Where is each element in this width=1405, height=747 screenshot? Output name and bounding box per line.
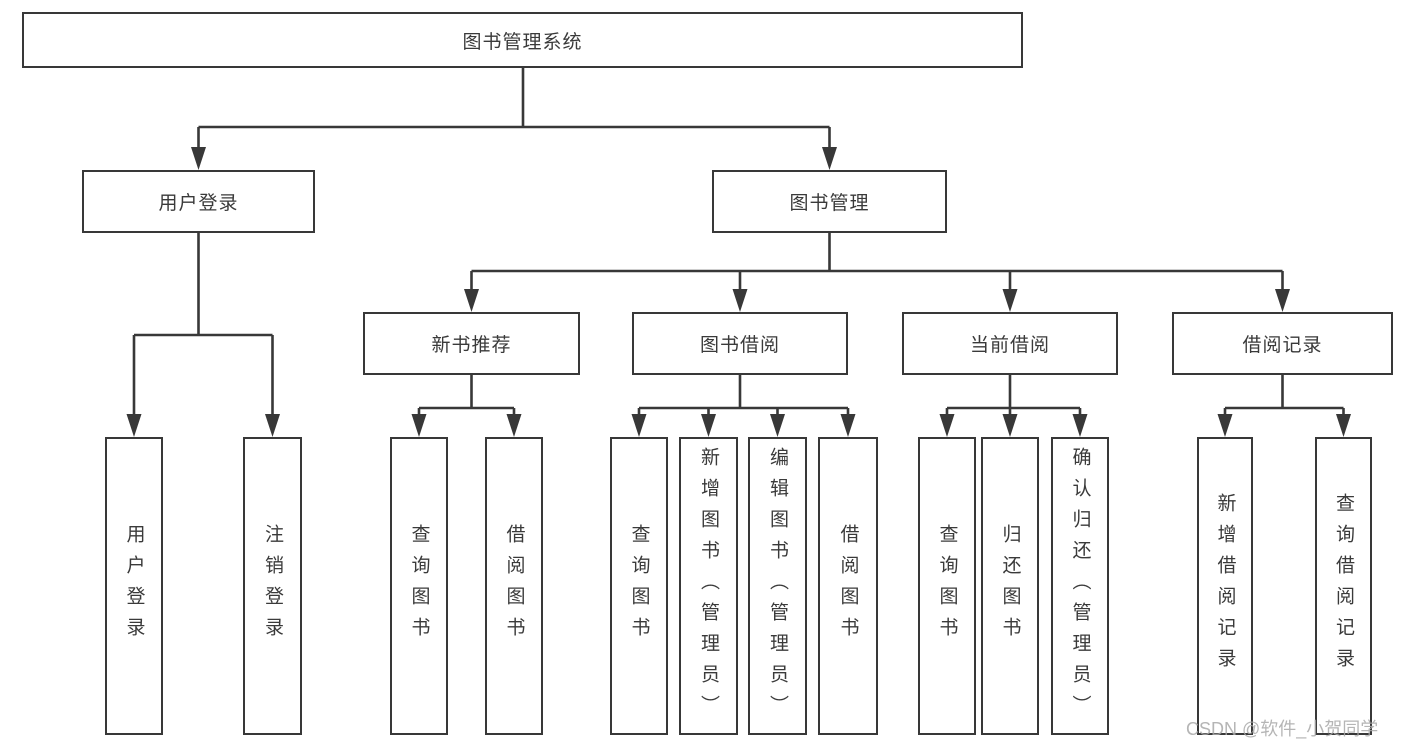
- leaf-records-query-record-label: 查询借阅记录: [1333, 493, 1354, 679]
- node-book-management-label: 图书管理: [789, 193, 870, 214]
- leaf-current-query-book-label: 查询图书: [936, 524, 958, 648]
- leaf-borrowing-borrow-book: 借阅图书: [818, 437, 878, 735]
- node-current-borrowing-label: 当前借阅: [969, 335, 1050, 356]
- leaf-user-login-label: 用户登录: [123, 524, 145, 648]
- leaf-records-add-record-label: 新增借阅记录: [1214, 493, 1236, 679]
- leaf-current-confirm-return-admin-label: 确认归还（管理员）: [1069, 446, 1091, 726]
- leaf-borrowing-add-book-admin-label: 新增图书（管理员）: [698, 446, 719, 726]
- leaf-current-confirm-return-admin: 确认归还（管理员）: [1051, 437, 1109, 735]
- leaf-logout-label: 注销登录: [262, 524, 283, 648]
- arrowhead-icons: [126, 147, 1351, 437]
- leaf-current-return-book: 归还图书: [981, 437, 1039, 735]
- leaf-borrowing-query-book-label: 查询图书: [628, 524, 650, 648]
- node-book-borrowing-label: 图书借阅: [699, 335, 780, 356]
- node-user-login: 用户登录: [82, 170, 315, 233]
- leaf-borrowing-borrow-book-label: 借阅图书: [837, 524, 859, 648]
- node-new-book-recommend-label: 新书推荐: [431, 335, 512, 356]
- leaf-recommend-borrow-book: 借阅图书: [485, 437, 543, 735]
- watermark: CSDN @软件_小贺同学: [1186, 719, 1379, 739]
- connector-lines: [132, 68, 1345, 417]
- leaf-records-add-record: 新增借阅记录: [1197, 437, 1253, 735]
- leaf-user-login: 用户登录: [105, 437, 163, 735]
- node-borrowing-records: 借阅记录: [1172, 312, 1393, 375]
- leaf-recommend-query-book-label: 查询图书: [408, 524, 430, 648]
- node-borrowing-records-label: 借阅记录: [1242, 335, 1323, 356]
- node-root: 图书管理系统: [22, 12, 1023, 68]
- node-current-borrowing: 当前借阅: [902, 312, 1118, 375]
- node-new-book-recommend: 新书推荐: [363, 312, 580, 375]
- node-book-management: 图书管理: [712, 170, 947, 233]
- leaf-records-query-record: 查询借阅记录: [1315, 437, 1372, 735]
- node-book-borrowing: 图书借阅: [632, 312, 848, 375]
- leaf-borrowing-edit-book-admin-label: 编辑图书（管理员）: [767, 446, 788, 726]
- leaf-borrowing-add-book-admin: 新增图书（管理员）: [679, 437, 738, 735]
- leaf-current-return-book-label: 归还图书: [999, 524, 1021, 648]
- node-root-label: 图书管理系统: [462, 31, 583, 53]
- node-user-login-label: 用户登录: [158, 193, 239, 214]
- leaf-borrowing-query-book: 查询图书: [610, 437, 668, 735]
- leaf-recommend-query-book: 查询图书: [390, 437, 448, 735]
- leaf-logout: 注销登录: [243, 437, 302, 735]
- leaf-recommend-borrow-book-label: 借阅图书: [503, 524, 525, 648]
- leaf-borrowing-edit-book-admin: 编辑图书（管理员）: [748, 437, 807, 735]
- leaf-current-query-book: 查询图书: [918, 437, 976, 735]
